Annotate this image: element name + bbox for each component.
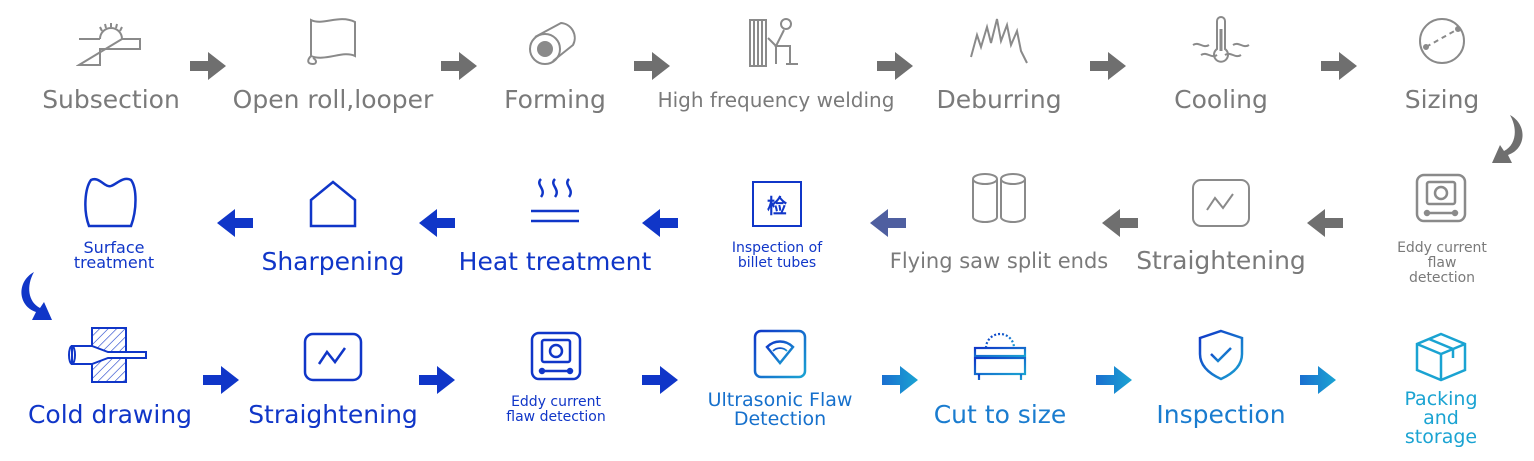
tubes-icon [969,171,1029,227]
step-label: Subsection [42,85,180,114]
step-label: Surface treatment [73,238,155,272]
label-line: treatment [73,253,155,272]
curved-arrow-icon [1488,115,1528,173]
step-label: Cooling [1174,85,1268,114]
sheet-roll-icon [305,16,361,68]
arrow-left-icon [642,209,678,237]
arrow-right-icon [1300,366,1336,394]
box-icon [1413,330,1469,384]
arrow-right-icon [419,366,455,394]
label-line: Detection [733,408,827,430]
arrow-right-icon [203,366,239,394]
step-label: Eddy current flaw detection [506,395,605,425]
label-line: Eddy current [511,394,601,410]
arrow-left-icon [419,209,455,237]
arrow-right-icon [1321,52,1357,80]
welder-icon [746,16,806,70]
step-label: Straightening [1136,246,1306,275]
eddy-device-icon [530,331,582,381]
house-outline-icon [307,178,359,230]
burr-icon [967,17,1031,67]
waveform-monitor-icon [1191,178,1251,228]
arrow-right-icon [877,52,913,80]
saw-table-icon [76,17,146,67]
coil-icon [527,19,583,69]
step-label: Flying saw split ends [889,249,1109,273]
surface-icon [81,174,141,230]
arrow-right-icon [441,52,477,80]
step-label: Heat treatment [458,247,652,276]
thermometer-icon [1189,15,1253,69]
label-line: billet tubes [737,255,817,271]
curved-arrow-icon [16,272,56,330]
label-line: Surface [83,238,145,257]
stamp-char: 检 [752,181,802,227]
shield-check-icon [1196,328,1246,382]
step-label: Sizing [1404,85,1480,114]
step-label: Straightening [248,400,418,429]
heat-icon [527,175,583,229]
arrow-left-icon [217,209,253,237]
arrow-right-icon [1090,52,1126,80]
step-label: Ultrasonic Flaw Detection [708,391,853,429]
arrow-right-icon [190,52,226,80]
step-label: Deburring [936,85,1062,114]
waveform-monitor-icon [303,332,363,382]
step-label: Forming [504,85,606,114]
label-line: flaw detection [506,409,606,425]
circle-sizing-icon [1412,15,1472,67]
arrow-left-icon [870,209,906,237]
ultrasound-icon [753,329,807,379]
arrow-right-icon [882,366,918,394]
step-label: Cut to size [933,400,1067,429]
label-line: Packing and [1404,388,1478,429]
step-label: Open roll,looper [232,85,434,114]
step-label: Inspection of billet tubes [732,241,822,271]
cutting-saw-icon [971,328,1029,384]
arrow-right-icon [634,52,670,80]
die-drawing-icon [68,326,152,384]
step-label: Sharpening [261,247,405,276]
step-label: Eddy current flaw detection [1396,241,1488,286]
label-line: Eddy current [1397,240,1487,256]
arrow-left-icon [1102,209,1138,237]
step-label: Inspection [1156,400,1286,429]
step-label: High frequency welding [657,88,895,112]
arrow-right-icon [1096,366,1132,394]
label-line: Ultrasonic Flaw [707,389,853,411]
step-label: Cold drawing [27,400,193,429]
label-line: flaw detection [1408,255,1476,286]
step-label: Packing and storage [1395,390,1488,447]
label-line: Inspection of [731,240,823,256]
label-line: storage [1404,426,1478,448]
inspection-stamp-icon: 检 [752,181,802,227]
arrow-left-icon [1307,209,1343,237]
arrow-right-icon [642,366,678,394]
eddy-device-icon [1415,173,1467,223]
